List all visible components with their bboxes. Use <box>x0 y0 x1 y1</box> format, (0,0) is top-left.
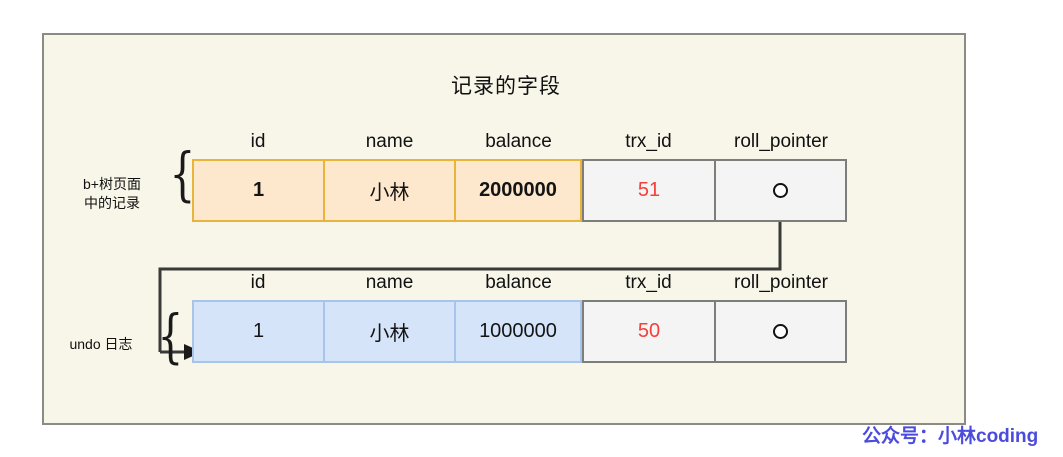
column-header-trx-id: trx_id <box>625 131 672 152</box>
brace-btree-icon: { <box>169 140 196 208</box>
watermark: 公众号：小林coding <box>862 426 1039 447</box>
cell-top-balance: 2000000 <box>455 159 582 222</box>
column-headers-top: id name balance trx_id roll_pointer <box>192 131 847 159</box>
label-undo-line-1: undo 日志 <box>69 336 133 352</box>
column-header-roll-pointer-undo: roll_pointer <box>734 272 828 293</box>
table-row: 1 小林 2000000 51 <box>192 159 847 222</box>
page-title: 记录的字段 <box>451 75 561 98</box>
label-btree-page-record: b+树页面 中的记录 <box>62 175 162 213</box>
column-header-name: name <box>365 131 414 152</box>
label-btree-line-2: 中的记录 <box>84 194 140 211</box>
table-row: 1 小林 1000000 50 <box>192 300 847 363</box>
column-header-trx-id-undo: trx_id <box>625 272 672 293</box>
record-btree-page-record: id name balance trx_id roll_pointer 1 小林… <box>192 131 847 222</box>
column-header-id: id <box>250 131 266 152</box>
cell-undo-trx-id: 50 <box>582 300 715 363</box>
cell-top-roll-pointer <box>715 159 847 222</box>
column-headers-undo: id name balance trx_id roll_pointer <box>192 272 847 300</box>
column-header-balance: balance <box>485 131 552 152</box>
column-header-balance-undo: balance <box>485 272 552 293</box>
column-header-name-undo: name <box>365 272 414 293</box>
diagram-frame: 记录的字段 b+树页面 中的记录 { undo 日志 { id name bal… <box>42 33 966 425</box>
cell-undo-roll-pointer <box>715 300 847 363</box>
cell-top-trx-id: 51 <box>582 159 715 222</box>
label-undo-log: undo 日志 <box>46 335 156 354</box>
column-header-roll-pointer: roll_pointer <box>734 131 828 152</box>
cell-undo-name: 小林 <box>324 300 455 363</box>
label-btree-line-1: b+树页面 <box>83 176 141 192</box>
cell-undo-balance: 1000000 <box>455 300 582 363</box>
column-header-id-undo: id <box>250 272 266 293</box>
pointer-dot-icon <box>773 324 788 339</box>
pointer-dot-icon <box>773 183 788 198</box>
record-undo-log-record: id name balance trx_id roll_pointer 1 小林… <box>192 272 847 363</box>
brace-undo-icon: { <box>157 302 184 370</box>
cell-top-name: 小林 <box>324 159 455 222</box>
cell-undo-id: 1 <box>192 300 324 363</box>
cell-top-id: 1 <box>192 159 324 222</box>
